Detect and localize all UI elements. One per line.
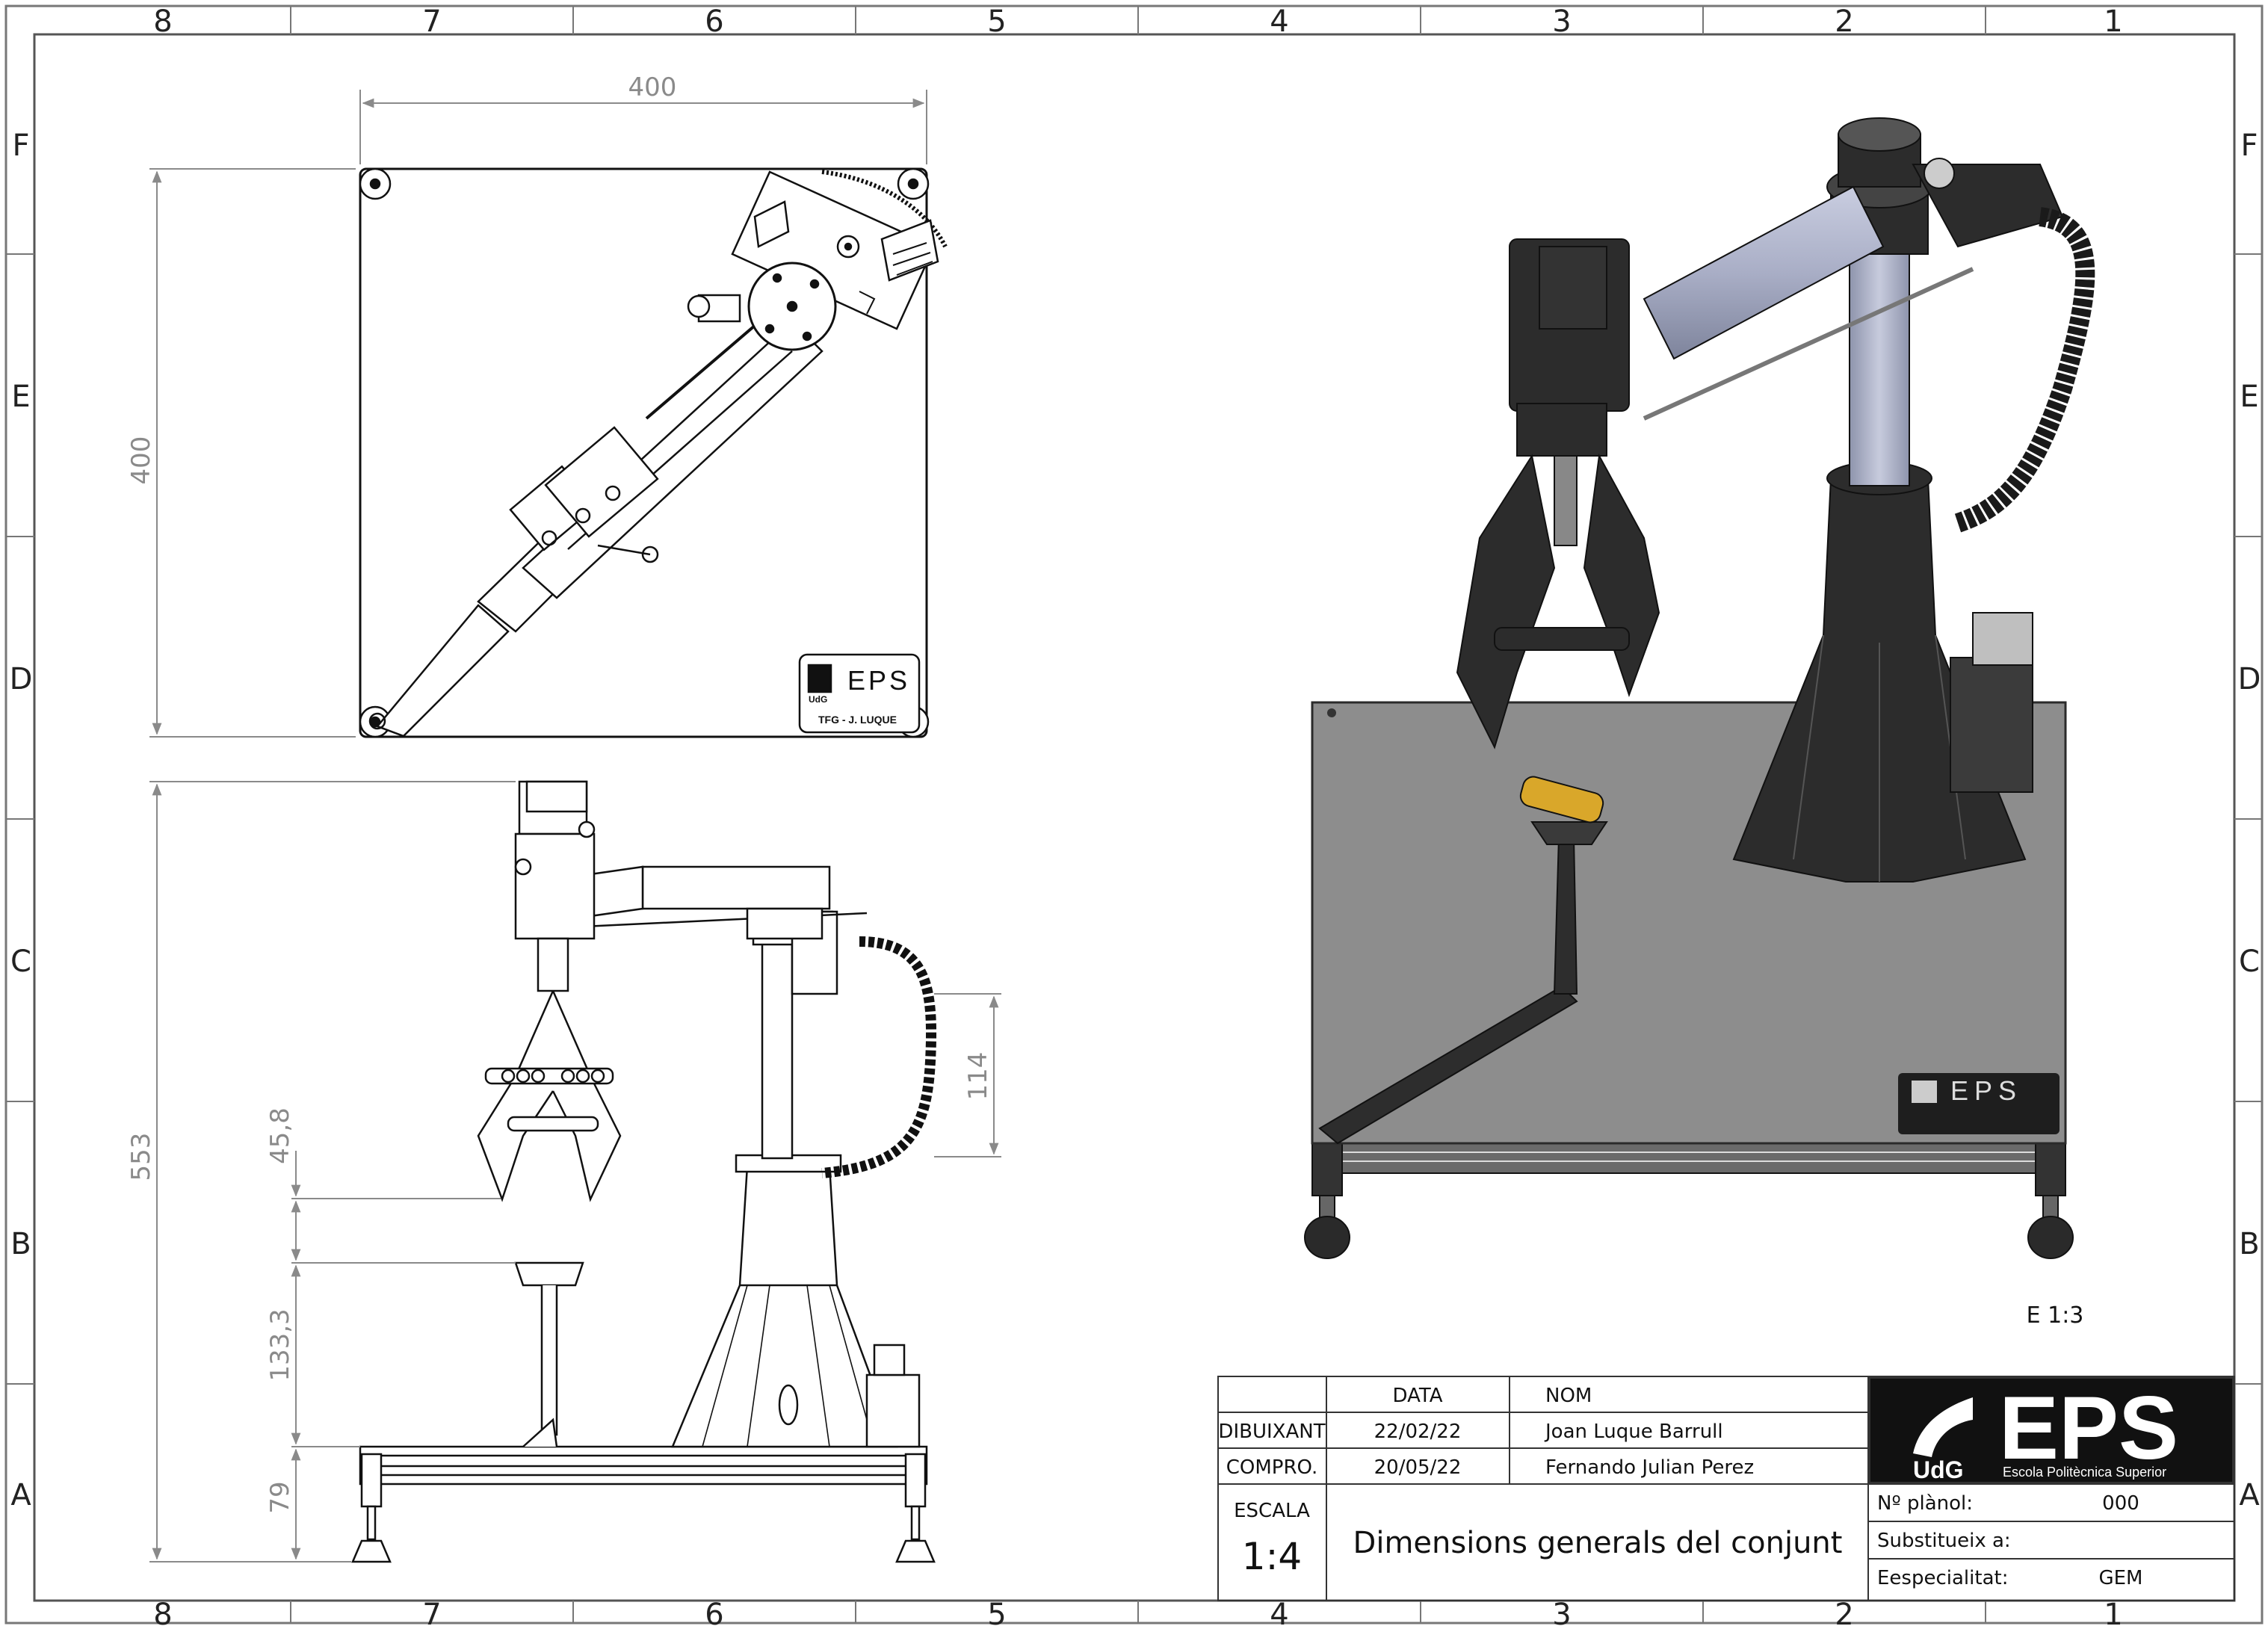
top-view-eps-plate: EPS UdG TFG - J. LUQUE: [798, 653, 921, 734]
zone-ticks: [6, 6, 2262, 1623]
side-view-dimensions: [149, 781, 1001, 1562]
tb-specialty-value: GEM: [2098, 1567, 2142, 1589]
side-view-gripper: [477, 990, 622, 1202]
zone-col-6-top: 6: [705, 4, 723, 39]
zone-row-E-right: E: [2240, 380, 2258, 414]
iso-view-frame: [1304, 1143, 2074, 1259]
top-view-plate-logo: EPS: [847, 665, 910, 696]
zone-row-A-left: A: [10, 1478, 31, 1512]
tb-row2-date: 20/05/22: [1374, 1456, 1462, 1479]
zone-labels-right: F E D C B A: [2238, 129, 2261, 1512]
iso-view-eps-plate: EPS: [1898, 1073, 2060, 1134]
zone-row-B-right: B: [2239, 1227, 2259, 1261]
dim-side-base: 79: [265, 1481, 295, 1513]
zone-row-B-left: B: [10, 1227, 31, 1261]
tb-plan-no-label: Nº plànol:: [1877, 1492, 1973, 1515]
zone-col-3-top: 3: [1552, 4, 1571, 39]
tb-row2-name: Fernando Julian Perez: [1545, 1456, 1754, 1479]
side-view-pedestal: [671, 1154, 921, 1448]
zone-col-2-top: 2: [1835, 4, 1853, 39]
iso-view-pedestal: [1732, 461, 2033, 882]
zone-labels-top: 8 7 6 5 4 3 2 1: [153, 4, 2122, 39]
tb-row1-label: DIBUIXANT: [1218, 1421, 1325, 1443]
zone-labels-bottom: 8 7 6 5 4 3 2 1: [153, 1598, 2122, 1629]
zone-col-1-top: 1: [2104, 4, 2122, 39]
zone-row-D-left: D: [10, 662, 33, 696]
side-view-holder: [514, 1261, 584, 1447]
zone-row-A-right: A: [2239, 1478, 2260, 1512]
tb-replaces-label: Substitueix a:: [1877, 1530, 2011, 1552]
title-block-text: DATA NOM DIBUIXANT 22/02/22 Joan Luque B…: [1218, 1378, 2178, 1589]
zone-row-E-left: E: [11, 380, 30, 414]
tb-logo-main: EPS: [1999, 1378, 2178, 1478]
tb-row2-label: COMPRO.: [1226, 1456, 1317, 1479]
iso-view-holder: [1318, 776, 1608, 1145]
iso-view-gripper: [1456, 238, 1660, 749]
zone-col-4-bottom: 4: [1270, 1598, 1288, 1629]
top-view-corner-feet: [359, 167, 930, 738]
tb-specialty-label: Eespecialitat:: [1877, 1567, 2008, 1589]
zone-col-7-bottom: 7: [422, 1598, 441, 1629]
top-view-plate-caption: TFG - J. LUQUE: [818, 714, 897, 726]
tb-header-data: DATA: [1393, 1385, 1443, 1407]
iso-view-plate-logo: EPS: [1950, 1075, 2022, 1106]
zone-col-5-top: 5: [987, 4, 1006, 39]
iso-view-cable-chain: [1954, 207, 2095, 533]
zone-col-2-bottom: 2: [1835, 1598, 1853, 1629]
side-view-wrist: [514, 780, 596, 992]
zone-col-5-bottom: 5: [987, 1598, 1006, 1629]
tb-drawing-title: Dimensions generals del conjunt: [1353, 1526, 1843, 1560]
zone-col-6-bottom: 6: [705, 1598, 723, 1629]
side-view-column: [752, 910, 838, 1160]
zone-row-F-left: F: [12, 129, 29, 163]
tb-scale-label: ESCALA: [1234, 1500, 1310, 1522]
iso-view-column: [1826, 117, 1932, 486]
tb-header-nom: NOM: [1545, 1385, 1592, 1407]
zone-row-C-left: C: [10, 945, 31, 979]
iso-view-battery: [1519, 776, 1604, 823]
zone-row-C-right: C: [2239, 945, 2260, 979]
zone-row-F-right: F: [2240, 129, 2258, 163]
top-view-shoulder: [687, 170, 948, 351]
zone-labels-left: F E D C B A: [10, 129, 33, 1512]
dim-side-chain: 114: [963, 1052, 993, 1101]
udg-logo-icon: [1913, 1397, 1973, 1457]
iso-view: EPS: [1304, 117, 2095, 1259]
top-view: EPS UdG TFG - J. LUQUE: [149, 90, 948, 738]
zone-col-8-top: 8: [153, 4, 172, 39]
tb-logo-school: Escola Politècnica Superior: [2003, 1465, 2166, 1480]
side-view-arm: [582, 865, 868, 940]
top-view-dimensions: [149, 90, 927, 738]
zone-col-8-bottom: 8: [153, 1598, 172, 1629]
side-view: [149, 780, 1001, 1563]
dim-side-gripper: 45,8: [265, 1107, 295, 1164]
zone-col-7-top: 7: [422, 4, 441, 39]
zone-col-4-top: 4: [1270, 4, 1288, 39]
zone-col-1-bottom: 1: [2104, 1598, 2122, 1629]
side-view-base: [351, 1445, 936, 1563]
top-view-plate-udg: UdG: [809, 694, 827, 705]
iso-view-scale: E 1:3: [2027, 1302, 2084, 1329]
dim-side-total: 553: [126, 1133, 156, 1181]
tb-row1-date: 22/02/22: [1374, 1421, 1462, 1443]
side-view-cable-chain: [821, 936, 937, 1178]
dim-side-holder: 133,3: [265, 1308, 295, 1381]
dim-top-width: 400: [628, 72, 677, 102]
zone-col-3-bottom: 3: [1552, 1598, 1571, 1629]
tb-plan-no-value: 000: [2102, 1492, 2139, 1515]
tb-logo-udg: UdG: [1913, 1456, 1964, 1483]
dim-top-height: 400: [126, 436, 156, 485]
top-view-arm: [368, 305, 824, 738]
tb-scale-value: 1:4: [1242, 1535, 1302, 1578]
sheet-frame: [4, 4, 2264, 1625]
top-view-base-plate: [359, 167, 928, 738]
iso-view-arm: [1643, 158, 2064, 421]
tb-row1-name: Joan Luque Barrull: [1544, 1421, 1723, 1443]
zone-row-D-right: D: [2238, 662, 2261, 696]
